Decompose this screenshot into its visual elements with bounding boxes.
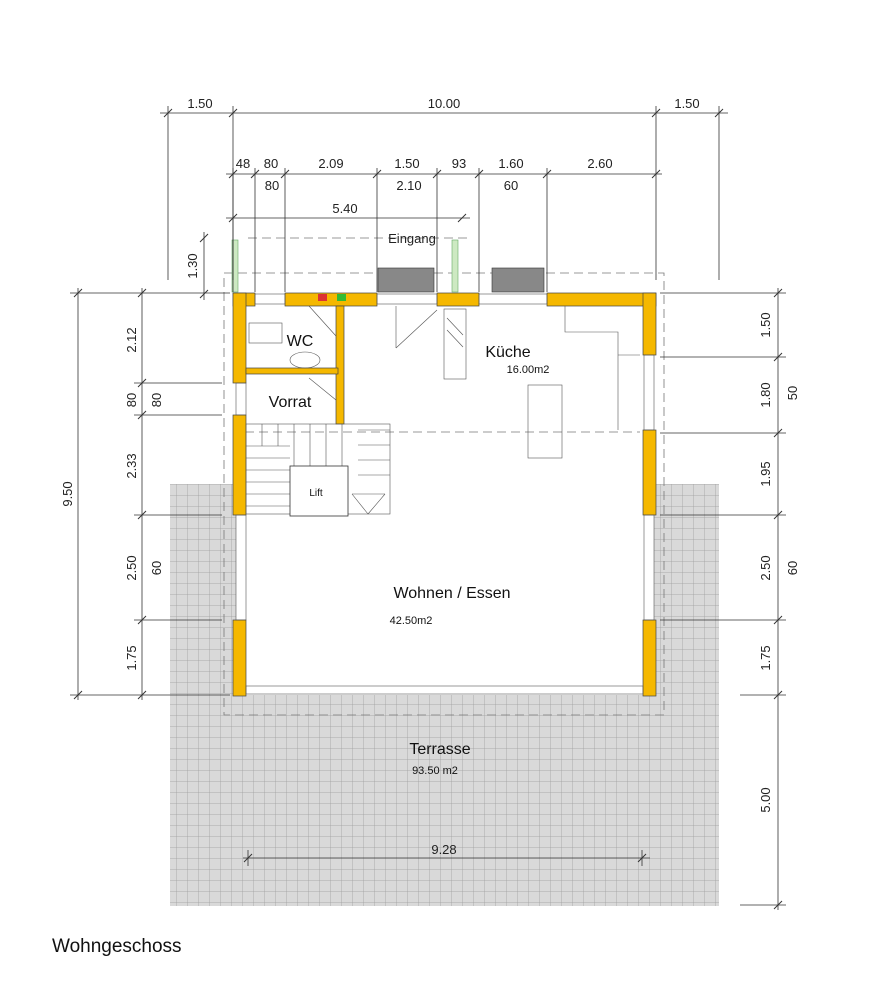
wc-fixtures bbox=[248, 305, 337, 401]
dim-right-height-50: 50 bbox=[785, 386, 800, 400]
walls bbox=[232, 292, 657, 697]
dimension-lines bbox=[70, 106, 786, 910]
room-area-terrasse: 93.50 m2 bbox=[412, 765, 458, 777]
dim-right-height-60: 60 bbox=[785, 561, 800, 575]
room-label-vorrat: Vorrat bbox=[269, 394, 312, 411]
dim-right-150: 1.50 bbox=[758, 312, 773, 337]
dim-left-height-60: 60 bbox=[149, 561, 164, 575]
dim-terrace-width: 9.28 bbox=[431, 842, 456, 857]
dim-left-80: 80 bbox=[124, 393, 139, 407]
room-label-wohnen: Wohnen / Essen bbox=[393, 585, 510, 602]
kitchen-counters bbox=[443, 306, 640, 459]
dim-entry-width: 5.40 bbox=[332, 201, 357, 216]
entrance-label: Eingang bbox=[388, 231, 436, 246]
dim-sub-210: 2.10 bbox=[396, 178, 421, 193]
dim-left-250: 2.50 bbox=[124, 555, 139, 580]
dim-top-left: 1.50 bbox=[187, 96, 212, 111]
dim-opening-150: 1.50 bbox=[394, 156, 419, 171]
dim-entry-depth: 1.30 bbox=[185, 253, 200, 278]
dim-opening-209: 2.09 bbox=[318, 156, 343, 171]
entry-door bbox=[395, 306, 438, 349]
staircase bbox=[245, 423, 391, 515]
windows bbox=[235, 293, 655, 695]
dim-left-175: 1.75 bbox=[124, 645, 139, 670]
dim-opening-93: 93 bbox=[452, 156, 466, 171]
dim-opening-48: 48 bbox=[236, 156, 250, 171]
dim-right-500: 5.00 bbox=[758, 787, 773, 812]
dim-right-180: 1.80 bbox=[758, 382, 773, 407]
dim-right-175: 1.75 bbox=[758, 645, 773, 670]
lift-shaft bbox=[289, 465, 349, 517]
dim-sub-60: 60 bbox=[504, 178, 518, 193]
dim-top-total: 10.00 bbox=[428, 96, 461, 111]
dim-left-233: 2.33 bbox=[124, 453, 139, 478]
room-area-kueche: 16.00m2 bbox=[507, 364, 550, 376]
terrace-paving bbox=[170, 484, 719, 906]
room-label-lift: Lift bbox=[309, 488, 323, 499]
dim-right-195: 1.95 bbox=[758, 461, 773, 486]
dim-opening-80: 80 bbox=[264, 156, 278, 171]
room-label-terrasse: Terrasse bbox=[409, 741, 470, 758]
dim-left-total: 9.50 bbox=[60, 481, 75, 506]
plan-title: Wohngeschoss bbox=[52, 936, 182, 957]
dim-opening-160: 1.60 bbox=[498, 156, 523, 171]
room-label-wc: WC bbox=[287, 333, 314, 350]
dim-top-right: 1.50 bbox=[674, 96, 699, 111]
dim-sub-80: 80 bbox=[265, 178, 279, 193]
dim-left-height-80: 80 bbox=[149, 393, 164, 407]
dim-right-250: 2.50 bbox=[758, 555, 773, 580]
room-label-kueche: Küche bbox=[485, 344, 530, 361]
entry-grilles bbox=[231, 239, 545, 301]
dim-left-212: 2.12 bbox=[124, 327, 139, 352]
dim-opening-260: 2.60 bbox=[587, 156, 612, 171]
room-area-wohnen: 42.50m2 bbox=[390, 615, 433, 627]
